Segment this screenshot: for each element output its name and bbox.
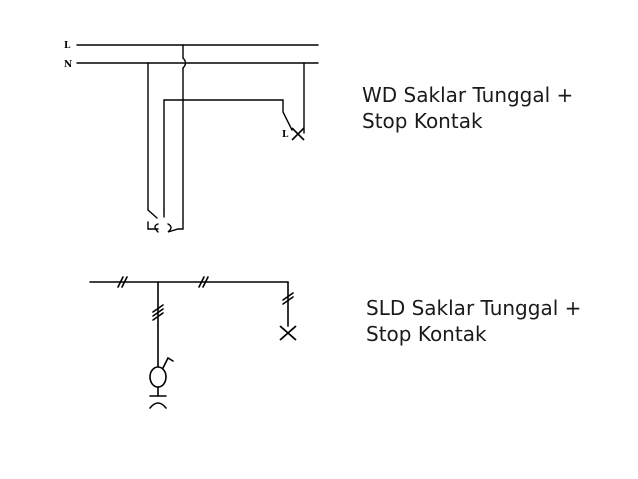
- label-N: N: [64, 60, 72, 70]
- sld-caption-line2: Stop Kontak: [366, 322, 487, 346]
- socket-symbol: [147, 221, 159, 233]
- sld-switch-symbol: [149, 366, 167, 388]
- sld-caption: SLD Saklar Tunggal + Stop Kontak: [366, 295, 581, 347]
- wire-crossover: [182, 57, 187, 69]
- lamp-symbol: [291, 127, 305, 141]
- sld-caption-line1: SLD Saklar Tunggal +: [366, 296, 582, 320]
- lamp-label: L: [282, 130, 289, 140]
- switch-contact: [147, 209, 158, 219]
- wd-caption-line1: WD Saklar Tunggal +: [362, 83, 574, 107]
- label-L: L: [64, 41, 71, 51]
- switch-to-lamp-wire: [163, 99, 293, 131]
- sld-lamp-symbol: [279, 325, 297, 341]
- wd-caption: WD Saklar Tunggal + Stop Kontak: [362, 82, 573, 134]
- sld-socket-symbol: [149, 395, 167, 409]
- wd-caption-line2: Stop Kontak: [362, 109, 483, 133]
